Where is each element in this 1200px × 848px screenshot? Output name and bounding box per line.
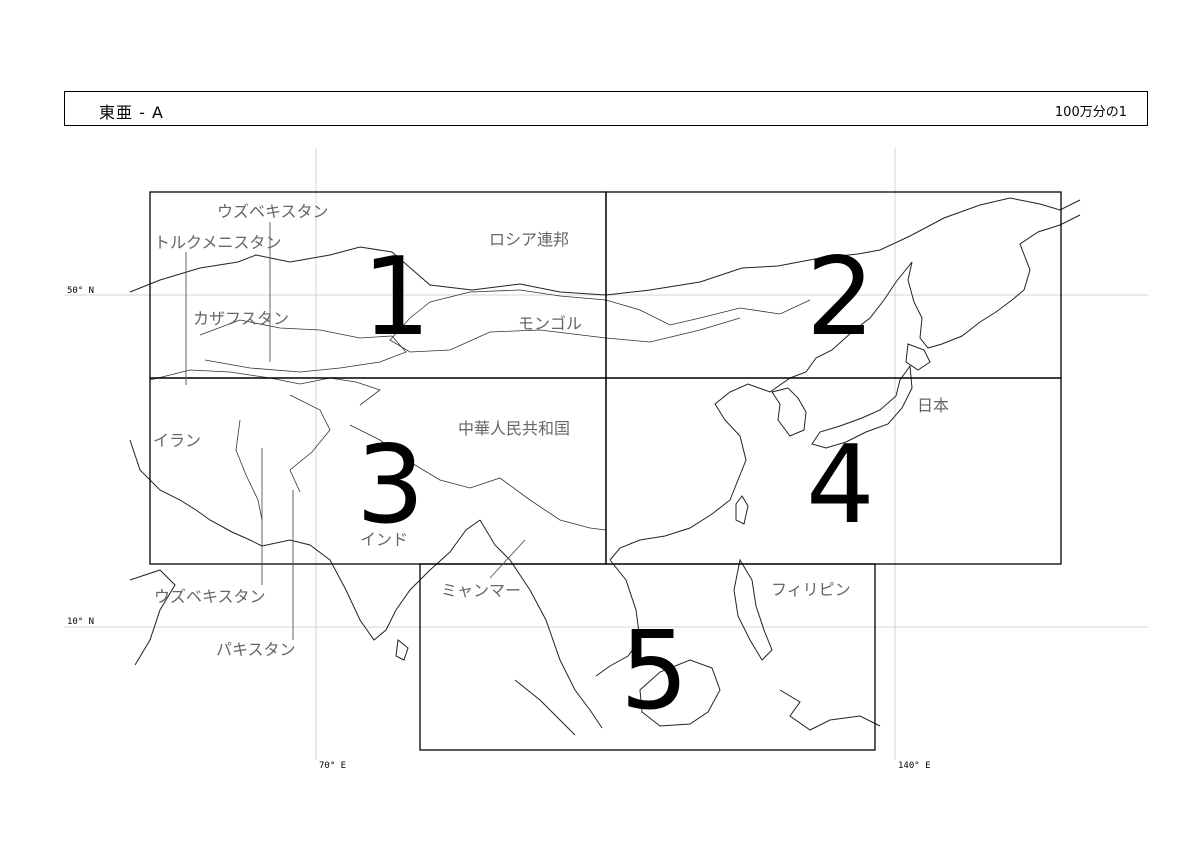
label-kazakhstan: カザフスタン	[193, 309, 289, 328]
coastline-indochina	[479, 519, 603, 729]
label-india: インド	[360, 530, 408, 549]
border-afghanistan-pakistan	[289, 394, 331, 493]
border-india-china	[349, 424, 607, 531]
coastline-philippines	[733, 558, 773, 661]
sheet-2-number: 2	[806, 235, 875, 360]
coastline-siberia	[789, 261, 913, 379]
label-mongolia: モンゴル	[518, 314, 582, 333]
coastline-sumatra	[514, 679, 576, 736]
coastline-srilanka	[395, 639, 409, 661]
coastline-taiwan	[735, 495, 749, 525]
coord-lat-10: 10° N	[67, 617, 94, 627]
coastline-korea	[771, 387, 807, 437]
coastline-india	[261, 519, 481, 641]
map-title: 東亜 - A	[99, 103, 164, 122]
label-uzbekistan-north: ウズベキスタン	[217, 202, 329, 221]
border-russia-mongolia	[429, 289, 811, 326]
coordinate-labels: 50° N 10° N 70° E 140° E	[67, 286, 931, 771]
border-kazakhstan	[199, 319, 407, 373]
coastline-west	[129, 439, 263, 547]
map-header: 東亜 - A 100万分の1	[64, 91, 1148, 126]
border-iran-afghanistan	[235, 419, 263, 521]
label-iran: イラン	[153, 431, 201, 450]
coastline-sulawesi	[779, 689, 881, 731]
country-labels: ウズベキスタン トルクメニスタン ロシア連邦 カザフスタン モンゴル 中華人民共…	[153, 202, 949, 659]
coastline-china-east	[609, 377, 791, 561]
sheet-1-number: 1	[362, 235, 431, 360]
coastline-north	[129, 197, 1081, 296]
landmass	[129, 197, 1081, 736]
coord-lon-70: 70° E	[319, 761, 346, 771]
label-philippines: フィリピン	[771, 580, 851, 599]
coastline-indochina-east	[595, 559, 641, 677]
label-uzbekistan-south: ウズベキスタン	[154, 587, 266, 606]
sheet-4-number: 4	[806, 423, 875, 548]
coord-lon-140: 140° E	[898, 761, 931, 771]
sheet-numbers: 1 2 3 4 5	[356, 235, 875, 734]
label-pakistan: パキスタン	[216, 640, 296, 659]
sheet-5-number: 5	[620, 609, 689, 734]
sheet-grid	[149, 191, 1062, 751]
sheet-5-frame[interactable]	[419, 563, 876, 751]
leader-myanmar	[489, 539, 526, 579]
coastline-hokkaido	[905, 343, 931, 371]
border-mongolia-china	[389, 301, 741, 353]
coord-lat-50: 50° N	[67, 286, 94, 296]
sheet-3-number: 3	[356, 423, 425, 548]
border-central-asia	[149, 369, 381, 406]
coastline-okhotsk	[907, 214, 1081, 349]
label-japan: 日本	[917, 396, 949, 415]
coastline-borneo	[639, 659, 721, 727]
label-china: 中華人民共和国	[458, 419, 570, 438]
coastline-arabia	[129, 569, 176, 666]
label-turkmenistan: トルクメニスタン	[154, 233, 281, 252]
map-scale: 100万分の1	[1054, 105, 1127, 120]
label-myanmar: ミャンマー	[441, 581, 521, 600]
coastline-japan	[811, 364, 913, 449]
leader-lines	[185, 222, 526, 640]
label-russia: ロシア連邦	[489, 230, 569, 249]
